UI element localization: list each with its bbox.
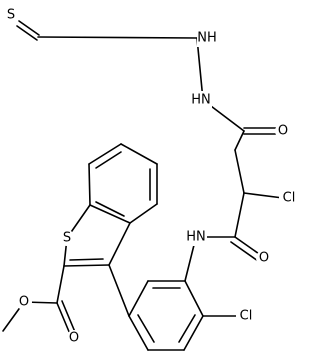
bond-aryl-1: [184, 280, 204, 317]
bond-bt-c2-c3-inner: [69, 258, 104, 261]
atom-cl-upper: Cl: [279, 189, 299, 207]
bond-amide-co-b: [230, 241, 259, 262]
bond-aryl-to-bt: [108, 264, 130, 317]
bond-ch-nh: [37, 36, 198, 39]
bond-aryl-5: [128, 280, 149, 317]
atom-thione-s: S: [3, 7, 19, 23]
atom-hn-bottom-label: HN: [191, 93, 211, 108]
bond-bz-5: [129, 203, 158, 224]
bond-bz-inner-c: [95, 201, 125, 217]
atom-cl-aryl-label: Cl: [240, 309, 253, 324]
bond-cs-double-b: [16, 25, 38, 41]
atom-ring-s-label: S: [63, 231, 71, 246]
bond-aryl-inner-b: [137, 314, 155, 343]
atom-labels: S NH HN O S Cl HN O: [3, 7, 299, 346]
bond-bz-1: [88, 163, 91, 206]
bond-c2-ester-c: [56, 265, 65, 304]
atom-amide-o: O: [256, 250, 272, 266]
bond-cs-double-a: [18, 20, 40, 36]
atom-amide-o-label: O: [259, 251, 269, 266]
atom-cl-aryl: Cl: [236, 307, 256, 325]
atom-ester-o-single: O: [16, 294, 32, 310]
bond-bz-3: [120, 143, 158, 165]
bond-bz-inner-a: [95, 151, 122, 169]
atom-ester-o-double: O: [66, 330, 82, 346]
bonds: [2, 20, 284, 351]
bond-aryl-inner-a: [178, 314, 196, 343]
atom-nh-top-label: NH: [197, 31, 217, 46]
bond-bz-2: [88, 143, 122, 165]
atom-ester-o-single-label: O: [19, 295, 29, 310]
bond-ester-co-a: [56, 302, 71, 335]
bond-nh-nh: [196, 37, 204, 101]
atom-thione-s-label: S: [7, 8, 15, 23]
atom-ring-s: S: [59, 230, 75, 246]
bond-bt-c3a-c7a: [89, 204, 131, 224]
bond-bt-c2-c3: [63, 264, 110, 267]
atom-amide-hn: HN: [186, 228, 207, 246]
atom-hn-bottom: HN: [191, 91, 212, 109]
molecule-structure-diagram: S NH HN O S Cl HN O: [2, 7, 299, 351]
bond-c-cl-upper: [243, 192, 284, 199]
bond-aryl-4: [128, 315, 149, 351]
bond-aryl-2: [183, 315, 204, 351]
bond-carbonyl-ch2: [234, 130, 245, 151]
bond-ester-co-b: [61, 300, 76, 333]
bond-amide-co-a: [234, 236, 263, 257]
atom-nh-top: NH: [197, 29, 217, 47]
atom-cl-upper-label: Cl: [283, 191, 296, 206]
atom-ketone-o-label: O: [278, 124, 288, 139]
bond-bt-c3-c3a: [108, 222, 131, 266]
atom-amide-hn-label: HN: [186, 230, 206, 245]
bond-chcl-amide-c: [234, 192, 245, 238]
atom-ketone-o: O: [275, 123, 291, 139]
bond-ch2-chcl: [234, 149, 245, 194]
atom-ester-o-double-label: O: [69, 331, 79, 346]
